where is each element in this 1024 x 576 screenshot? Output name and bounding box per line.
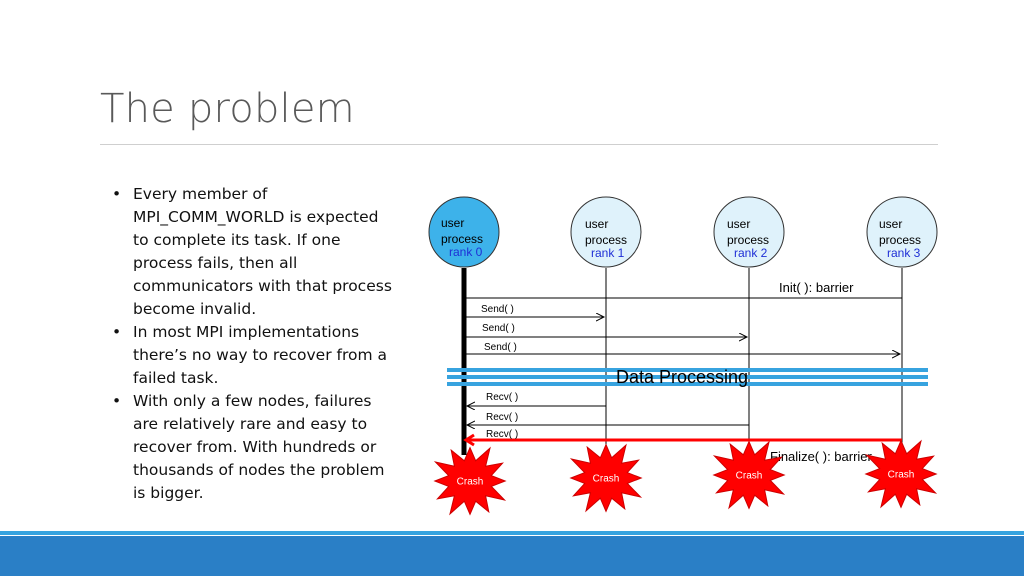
recv-label: Recv( ) <box>486 412 518 423</box>
process-node-rank-0: user process rank 0 <box>428 196 500 268</box>
crash-label: Crash <box>736 471 763 482</box>
send-label: Send( ) <box>482 323 515 334</box>
process-label: process <box>585 233 627 247</box>
process-label: user <box>879 217 902 231</box>
crash-burst-icon <box>569 443 643 513</box>
data-processing-band <box>447 368 928 386</box>
process-node-rank-2: user process rank 2 <box>713 196 785 268</box>
bullet-item: With only a few nodes, failures are rela… <box>112 390 394 505</box>
process-label: user <box>727 217 750 231</box>
crash-burst-rank-2: Crash <box>712 440 786 510</box>
crash-label: Crash <box>593 474 620 485</box>
rank-label: rank 1 <box>591 246 625 260</box>
crash-burst-icon <box>433 446 507 516</box>
bullet-item: Every member of MPI_COMM_WORLD is expect… <box>112 183 394 321</box>
rank-label: rank 0 <box>449 245 483 259</box>
init-barrier-label: Init( ): barrier <box>779 280 854 295</box>
process-label: process <box>727 233 769 247</box>
crash-burst-rank-3: Crash <box>864 439 938 509</box>
recv-label: Recv( ) <box>486 429 518 440</box>
finalize-barrier-label: Finalize( ): barrier <box>770 449 873 464</box>
process-label: process <box>879 233 921 247</box>
crash-burst-rank-1: Crash <box>569 443 643 513</box>
bullet-item: In most MPI implementations there’s no w… <box>112 321 394 390</box>
crash-label: Crash <box>888 470 915 481</box>
rank-label: rank 2 <box>734 246 768 260</box>
slide-title: The problem <box>100 86 355 132</box>
title-divider <box>100 144 938 145</box>
process-label: process <box>441 232 483 246</box>
crash-burst-rank-0: Crash <box>433 446 507 516</box>
send-label: Send( ) <box>484 342 517 353</box>
crash-label: Crash <box>457 477 484 488</box>
recv-label: Recv( ) <box>486 392 518 403</box>
recv-arrowhead-failed <box>463 433 475 447</box>
process-label: user <box>441 216 464 230</box>
process-label: user <box>585 217 608 231</box>
crash-burst-icon <box>712 440 786 510</box>
process-node-rank-1: user process rank 1 <box>570 196 642 268</box>
send-label: Send( ) <box>481 304 514 315</box>
rank-label: rank 3 <box>887 246 921 260</box>
bullet-list: Every member of MPI_COMM_WORLD is expect… <box>112 183 394 505</box>
data-processing-label: Data Processing <box>616 367 748 387</box>
process-node-rank-3: user process rank 3 <box>866 196 938 268</box>
footer-accent-line <box>0 531 1024 535</box>
crash-burst-icon <box>864 439 938 509</box>
footer-band <box>0 536 1024 576</box>
